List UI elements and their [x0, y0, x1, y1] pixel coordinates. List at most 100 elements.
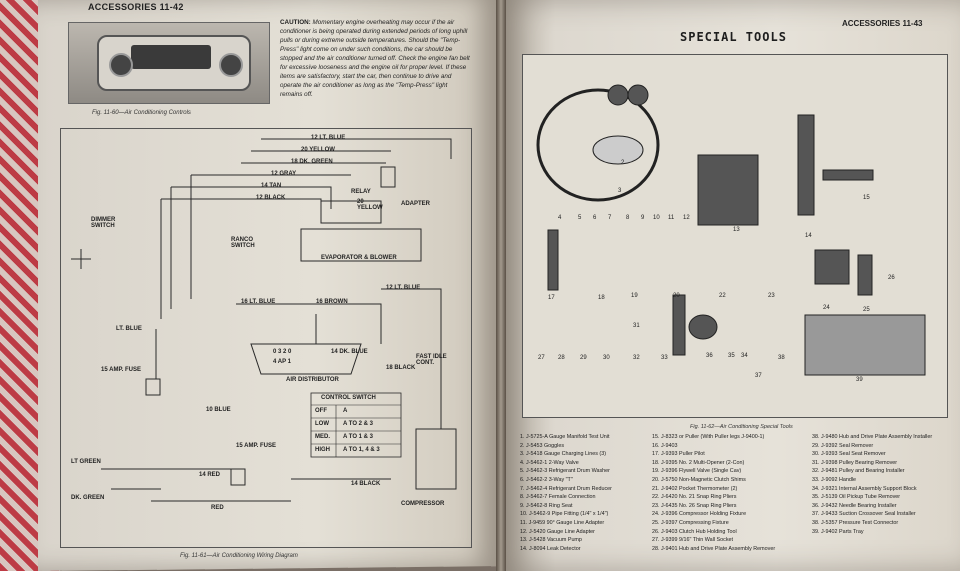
tools-column-2: 15. J-8323 or Puller (With Puller legs J…	[652, 433, 775, 553]
tool-row: 35. J-5139 Oil Pickup Tube Remover	[812, 494, 901, 501]
tool-num-38: 38	[778, 355, 785, 361]
label-fuse-15a: 15 AMP. FUSE	[101, 367, 142, 373]
label-dist-terminals-top: 0 3 2 0	[273, 349, 292, 355]
tool-row: 15. J-8323 or Puller (With Puller legs J…	[652, 434, 765, 440]
tool-num-31: 31	[633, 323, 640, 329]
control-switch-table	[310, 392, 402, 458]
tool-row: 20. J-5750 Non-Magnetic Clutch Shims	[652, 476, 746, 483]
tool-row: 6. J-5462-2 3-Way "T"	[520, 476, 573, 483]
tool-num-26: 26	[888, 275, 895, 281]
label-black-12: 12 BLACK	[256, 195, 286, 201]
label-lt-blue-12-top: 12 LT. BLUE	[311, 135, 346, 141]
cs-row-3-pos: HIGH	[315, 447, 330, 453]
tool-row: 23. J-6435 No. 26 Snap Ring Pliers	[652, 502, 737, 509]
wire-lower	[101, 468, 241, 490]
tool-row: 39. J-9402 Parts Tray	[812, 528, 864, 535]
tool-row: 16. J-9403	[652, 442, 678, 449]
compressor-fixture	[814, 249, 850, 285]
cs-row-1-pos: LOW	[315, 421, 329, 427]
label-red-14: 14 RED	[199, 472, 221, 478]
cs-row-0-val: A	[343, 408, 348, 414]
tool-row: 17. J-9393 Puller Pilot	[652, 451, 705, 458]
tool-num-6: 6	[593, 215, 597, 221]
tool-num-35: 35	[728, 353, 735, 359]
tool-num-3: 3	[618, 188, 622, 194]
air-conditioning-controls-photo	[68, 22, 270, 104]
label-yellow-20b: 20 YELLOW	[357, 199, 383, 211]
radio-unit	[131, 45, 211, 69]
tool-row: 37. J-9433 Suction Crossover Seal Instal…	[812, 511, 916, 518]
right-knob	[219, 53, 243, 77]
tool-row: 4. J-5462-1 2-Way Valve	[520, 459, 579, 466]
tool-row: 2. J-5453 Goggles	[520, 442, 565, 449]
label-dk-blue-14: 14 DK. BLUE	[331, 349, 368, 355]
tool-num-36: 36	[706, 353, 713, 359]
dimmer-switch-symbol	[71, 249, 91, 269]
tool-row: 18. J-9395 No. 2 Multi-Opener (2-Con)	[652, 459, 745, 466]
tool-num-27: 27	[538, 355, 545, 361]
tool-row: 11. J-9459 90° Gauge Line Adapter	[520, 519, 605, 526]
tool-num-9: 9	[641, 215, 645, 221]
label-dimmer-switch: DIMMER SWITCH	[91, 217, 116, 229]
left-knob	[109, 53, 133, 77]
tool-num-2: 2	[621, 160, 625, 166]
wire-lt-blue-12-right	[381, 288, 442, 429]
cs-row-3-val: A TO 1, 4 & 3	[343, 447, 380, 453]
caution-text: Momentary engine overheating may occur i…	[280, 19, 470, 98]
special-tools-illustration	[536, 84, 926, 376]
cs-row-2-val: A TO 1 & 3	[343, 434, 374, 440]
tool-num-14: 14	[805, 233, 812, 239]
tool-row: 30. J-9393 Seal Seat Remover	[812, 451, 886, 458]
tool-num-25: 25	[863, 307, 870, 313]
label-red: RED	[211, 505, 224, 511]
tools-column-3: 38. J-9480 Hub and Drive Plate Assembly …	[812, 433, 932, 536]
tool-num-37: 37	[755, 373, 762, 379]
tool-row: 38. J-5357 Pressure Test Connector	[812, 519, 899, 526]
puller	[822, 169, 874, 181]
wire-drops	[160, 175, 192, 319]
tool-row: 24. J-9396 Compressor Holding Fixture	[652, 511, 747, 518]
tool-num-4: 4	[558, 215, 562, 221]
handle	[672, 294, 686, 356]
label-blue-10: 10 BLUE	[206, 407, 231, 413]
label-dist-terminals-bottom: 4 AP 1	[273, 359, 292, 365]
tool-row: 13. J-5428 Vacuum Pump	[520, 537, 582, 544]
tool-num-13: 13	[733, 227, 740, 233]
special-tools-title: SPECIAL TOOLS	[680, 30, 787, 44]
tool-row: 19. J-9396 Flywell Valve (Single Cav)	[652, 468, 742, 475]
tool-row: 8. J-5462-7 Female Connection	[520, 494, 596, 501]
parts-tray	[804, 314, 926, 376]
tool-num-30: 30	[603, 355, 610, 361]
label-lt-blue-12-right: 12 LT. BLUE	[386, 285, 421, 291]
tool-num-24: 24	[823, 305, 830, 311]
special-tools-list: 1. J-5725-A Gauge Manifold Test Unit 2. …	[520, 433, 960, 571]
tool-num-39: 39	[856, 377, 863, 383]
wire-lt-blue-16	[236, 303, 382, 344]
air-distributor-shape	[250, 343, 362, 375]
label-yellow-20: 20 YELLOW	[301, 147, 335, 153]
tool-row: 33. J-9092 Handle	[812, 476, 857, 483]
tool-num-20: 20	[673, 293, 680, 299]
tool-num-12: 12	[683, 215, 690, 221]
tool-row: 38. J-9480 Hub and Drive Plate Assembly …	[812, 434, 933, 440]
tool-row: 34. J-9321 Internal Assembly Support Blo…	[812, 485, 917, 492]
puller-pilot	[547, 229, 559, 291]
tool-num-22: 22	[719, 293, 726, 299]
label-compressor: COMPRESSOR	[401, 501, 445, 507]
label-lt-blue-16: 16 LT. BLUE	[241, 299, 276, 305]
tool-num-32: 32	[633, 355, 640, 361]
label-ranco-switch: RANCO SWITCH	[231, 237, 255, 249]
tool-row: 7. J-5462-4 Refrigerant Drum Reducer	[520, 485, 612, 492]
gauge-hoses	[536, 88, 660, 202]
relay-box	[320, 200, 382, 224]
cs-row-1-val: A TO 2 & 3	[343, 421, 374, 427]
evaporator-box	[300, 228, 422, 262]
tool-num-15: 15	[863, 195, 870, 201]
label-black-14: 14 BLACK	[351, 481, 381, 487]
tool-num-11: 11	[668, 215, 675, 221]
label-relay: RELAY	[351, 189, 371, 195]
left-page-header: ACCESSORIES 11-42	[88, 2, 184, 12]
wiring-diagram	[71, 138, 457, 502]
vacuum-pump	[697, 154, 759, 226]
tool-num-23: 23	[768, 293, 775, 299]
